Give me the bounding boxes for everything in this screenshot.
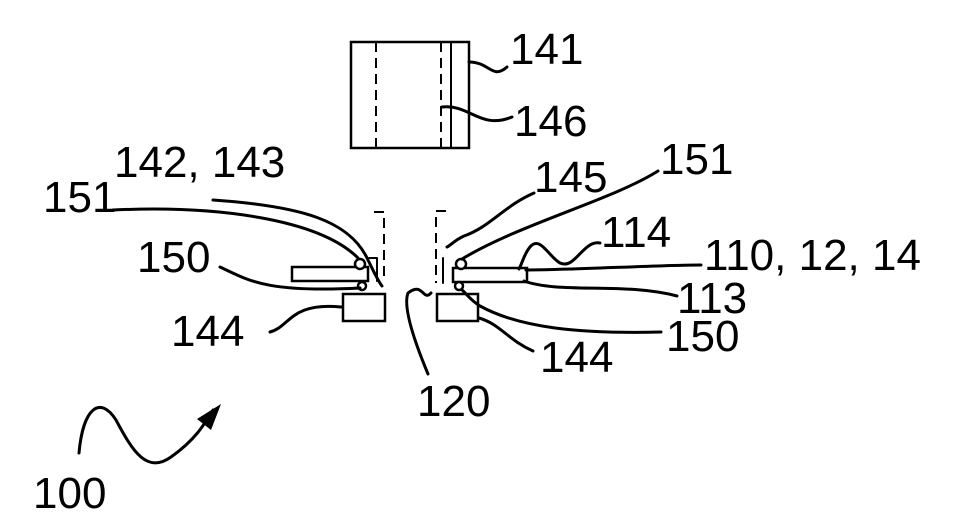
- label-150-right: 150: [666, 312, 739, 361]
- label-145: 145: [534, 153, 607, 202]
- leader-145: [447, 193, 534, 247]
- label-110-12-14: 110, 12, 14: [704, 231, 921, 280]
- left-block-144: [343, 294, 385, 321]
- leader-114: [519, 243, 600, 269]
- right-layer-plate: [453, 268, 527, 282]
- leader-113: [524, 281, 677, 296]
- label-144-right: 144: [540, 333, 613, 382]
- left-contact-151: [355, 259, 365, 269]
- component-141: [351, 42, 469, 148]
- label-150-left: 150: [137, 233, 210, 282]
- label-144-left: 144: [171, 307, 244, 356]
- label-142-143: 142, 143: [114, 138, 285, 187]
- leader-144-left: [270, 306, 341, 332]
- label-141: 141: [510, 25, 583, 74]
- leader-110-12-14: [526, 265, 701, 270]
- arrowhead-100: [197, 404, 221, 430]
- label-146: 146: [514, 97, 587, 146]
- leader-100: [79, 407, 213, 462]
- leader-120: [407, 289, 431, 374]
- label-120: 120: [417, 377, 490, 426]
- label-114: 114: [601, 208, 671, 257]
- right-contact-151: [456, 259, 466, 269]
- label-151-right: 151: [660, 135, 733, 184]
- leader-141: [469, 62, 507, 72]
- label-151-left: 151: [43, 173, 116, 222]
- right-dashed-bracket: [436, 211, 446, 283]
- label-100: 100: [33, 469, 106, 518]
- leader-150-right: [462, 290, 661, 332]
- left-dashed-bracket: [374, 212, 384, 281]
